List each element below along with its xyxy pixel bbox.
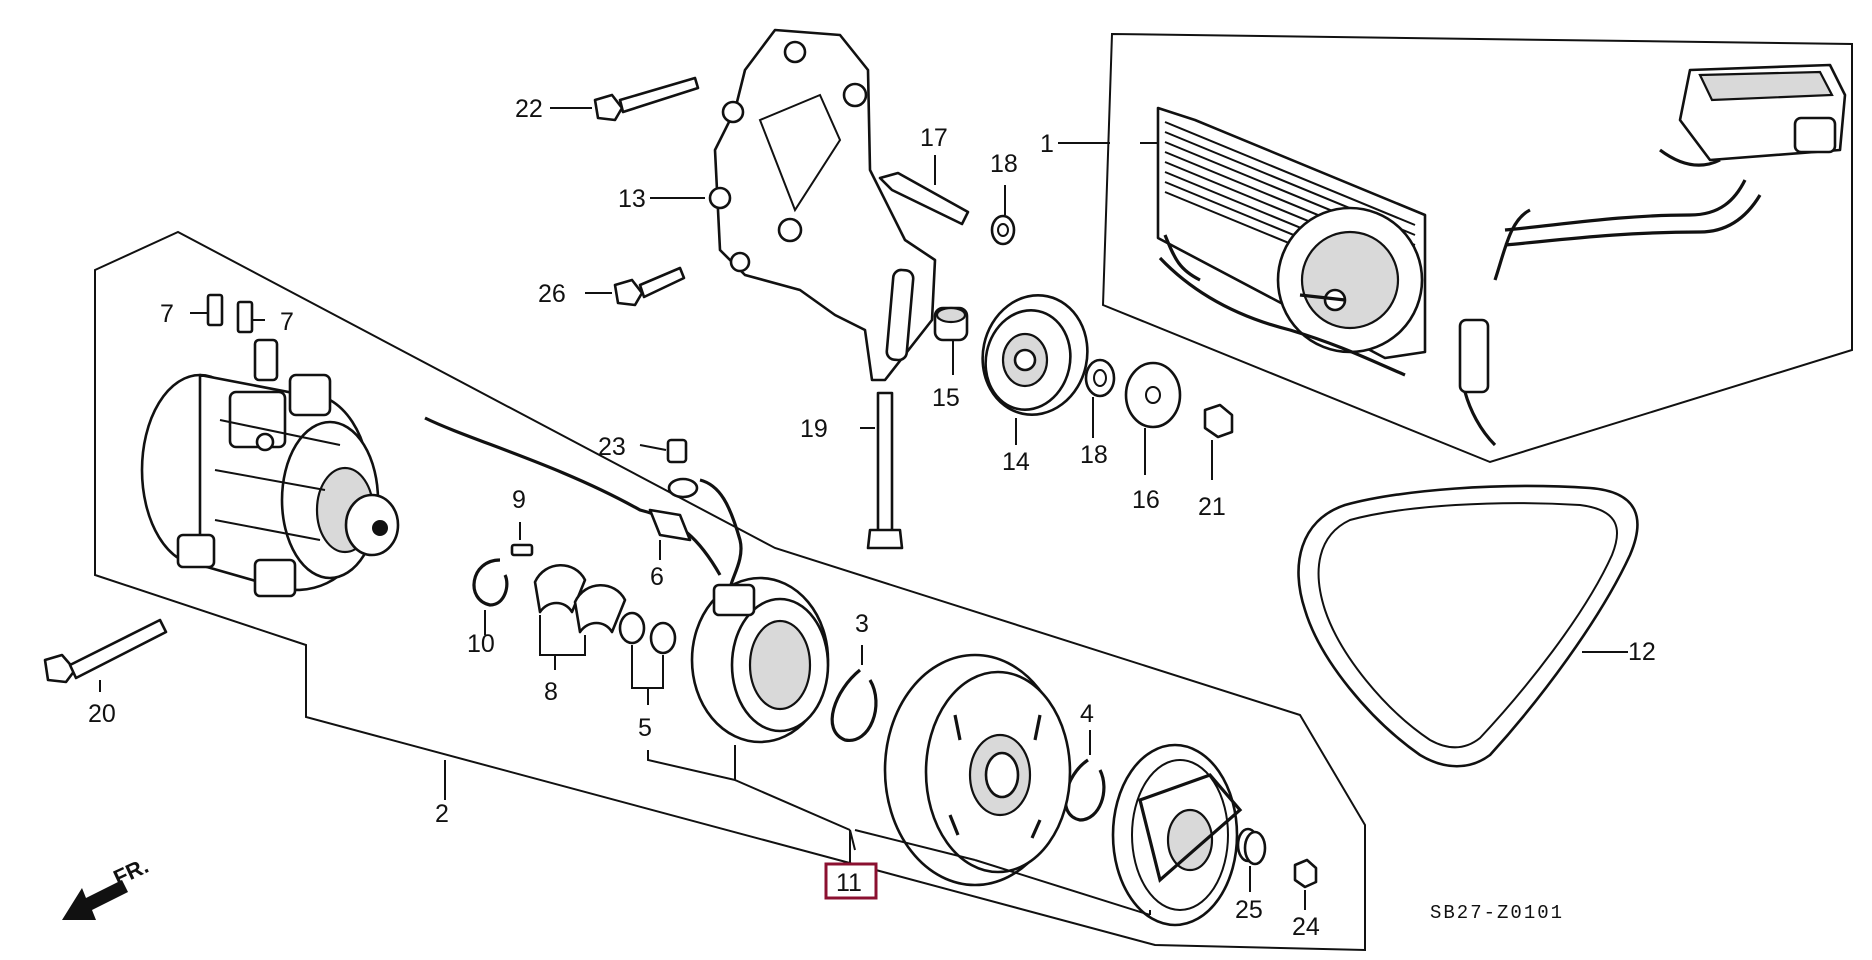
callout-20[interactable]: 20 xyxy=(88,700,116,728)
compressor-group-outline xyxy=(94,230,1366,952)
magnetic-clutch-coil-icon xyxy=(690,576,830,744)
callout-19[interactable]: 19 xyxy=(800,415,828,443)
condenser-group-outline xyxy=(1101,32,1853,464)
callout-17[interactable]: 17 xyxy=(920,124,948,152)
callout-12[interactable]: 12 xyxy=(1628,638,1656,666)
callout-9[interactable]: 9 xyxy=(512,486,526,514)
armature-plate-icon xyxy=(1111,743,1243,927)
callout-6[interactable]: 6 xyxy=(650,563,664,591)
bolt-icon xyxy=(43,76,970,684)
callout-24[interactable]: 24 xyxy=(1292,913,1320,941)
arrow-front-icon: FR. xyxy=(62,853,152,920)
callout-13[interactable]: 13 xyxy=(618,185,646,213)
drawing-code: SB27-Z0101 xyxy=(1430,902,1564,924)
callout-7-left[interactable]: 7 xyxy=(160,300,174,328)
callout-2[interactable]: 2 xyxy=(435,800,449,828)
washer-25-icon xyxy=(1236,827,1267,866)
callout-15[interactable]: 15 xyxy=(932,384,960,412)
clutch-pulley-icon xyxy=(883,653,1072,887)
compressor-bracket-icon xyxy=(708,28,937,382)
callout-23[interactable]: 23 xyxy=(598,433,626,461)
v-belt-icon xyxy=(1297,484,1639,768)
callout-22[interactable]: 22 xyxy=(515,95,543,123)
callout-25[interactable]: 25 xyxy=(1235,896,1263,924)
callout-11-highlight[interactable]: 11 xyxy=(824,862,878,900)
callout-11[interactable]: 11 xyxy=(836,869,862,897)
callout-14[interactable]: 14 xyxy=(1002,448,1030,476)
spacer-15-icon xyxy=(933,306,969,342)
callout-7-right[interactable]: 7 xyxy=(280,308,294,336)
callout-18-bottom[interactable]: 18 xyxy=(1080,441,1108,469)
shim-parts-icon xyxy=(510,543,677,655)
callout-8[interactable]: 8 xyxy=(544,678,558,706)
condenser-assembly-icon xyxy=(1140,63,1847,447)
callout-4[interactable]: 4 xyxy=(1080,700,1094,728)
washer-icon xyxy=(990,214,1182,429)
callout-16[interactable]: 16 xyxy=(1132,486,1160,514)
callout-26[interactable]: 26 xyxy=(538,280,566,308)
nut-icon xyxy=(1203,403,1318,889)
thermo-sensor-wire-icon xyxy=(424,416,743,591)
callout-18-top[interactable]: 18 xyxy=(990,150,1018,178)
compressor-icon xyxy=(140,338,400,598)
snap-ring-icon xyxy=(472,558,1106,822)
leader-lines xyxy=(99,107,1628,916)
callout-3[interactable]: 3 xyxy=(855,610,869,638)
callout-21[interactable]: 21 xyxy=(1198,493,1226,521)
callout-10[interactable]: 10 xyxy=(467,630,495,658)
idler-pulley-icon xyxy=(981,294,1089,416)
callout-5[interactable]: 5 xyxy=(638,714,652,742)
callout-1[interactable]: 1 xyxy=(1040,130,1054,158)
